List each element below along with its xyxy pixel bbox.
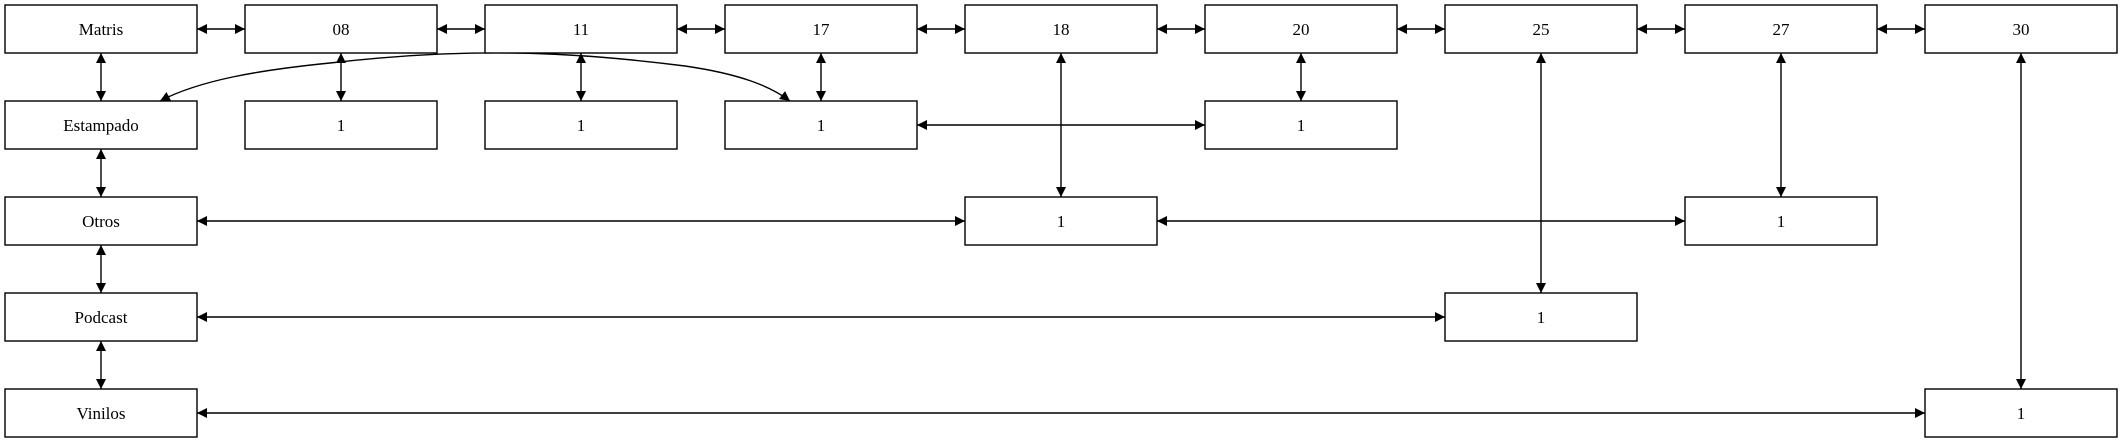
node-label: 1 [577, 116, 586, 135]
node-e20: 1 [1204, 100, 1398, 150]
node-label: 1 [1057, 212, 1066, 231]
node-box [964, 4, 1158, 54]
node-label: 27 [1773, 20, 1791, 39]
node-box [484, 100, 678, 150]
edges-layer [96, 24, 2026, 418]
node-box [4, 196, 198, 246]
node-e11: 1 [484, 100, 678, 150]
node-label: 11 [573, 20, 589, 39]
node-label: 20 [1293, 20, 1310, 39]
node-d30: 30 [1924, 4, 2118, 54]
node-box [964, 196, 1158, 246]
node-vinilos: Vinilos [4, 388, 198, 438]
node-box [1924, 4, 2118, 54]
node-label: Otros [82, 212, 120, 231]
node-e17: 1 [724, 100, 918, 150]
node-box [4, 100, 198, 150]
node-label: 25 [1533, 20, 1550, 39]
node-box [1684, 4, 1878, 54]
node-d08: 08 [244, 4, 438, 54]
node-box [4, 4, 198, 54]
node-box [1444, 4, 1638, 54]
node-d18: 18 [964, 4, 1158, 54]
node-label: 1 [1537, 308, 1546, 327]
node-label: Podcast [75, 308, 128, 327]
node-box [4, 292, 198, 342]
node-label: 1 [337, 116, 346, 135]
node-label: 1 [2017, 404, 2026, 423]
node-box [1684, 196, 1878, 246]
node-box [1204, 100, 1398, 150]
node-label: 18 [1053, 20, 1070, 39]
node-label: 1 [1297, 116, 1306, 135]
node-label: 1 [1777, 212, 1786, 231]
node-matris: Matris [4, 4, 198, 54]
node-d27: 27 [1684, 4, 1878, 54]
node-box [4, 388, 198, 438]
node-d11: 11 [484, 4, 678, 54]
node-box [484, 4, 678, 54]
node-label: Estampado [63, 116, 139, 135]
node-p25: 1 [1444, 292, 1638, 342]
node-box [244, 100, 438, 150]
node-label: 17 [813, 20, 831, 39]
node-estampado: Estampado [4, 100, 198, 150]
node-d25: 25 [1444, 4, 1638, 54]
node-o18: 1 [964, 196, 1158, 246]
node-e08: 1 [244, 100, 438, 150]
node-otros: Otros [4, 196, 198, 246]
node-d20: 20 [1204, 4, 1398, 54]
node-box [1924, 388, 2118, 438]
node-label: Vinilos [76, 404, 125, 423]
node-box [724, 100, 918, 150]
node-o27: 1 [1684, 196, 1878, 246]
node-box [244, 4, 438, 54]
node-label: 1 [817, 116, 826, 135]
node-label: Matris [79, 20, 123, 39]
edge-estampado-e17 [159, 52, 791, 102]
node-box [724, 4, 918, 54]
node-d17: 17 [724, 4, 918, 54]
node-podcast: Podcast [4, 292, 198, 342]
node-label: 08 [333, 20, 350, 39]
node-v30: 1 [1924, 388, 2118, 438]
node-box [1444, 292, 1638, 342]
node-box [1204, 4, 1398, 54]
node-label: 30 [2013, 20, 2030, 39]
